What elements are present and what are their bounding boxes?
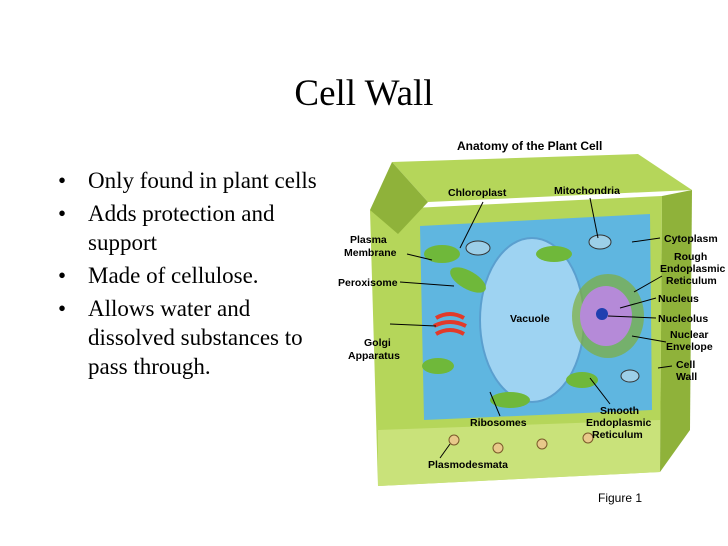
bullet-glyph: • <box>58 168 67 193</box>
mitochondrion-shape <box>588 234 612 250</box>
cell-wall-top <box>392 154 692 202</box>
label-nuclear-envelope-1: Nuclear <box>670 329 709 341</box>
label-nuclear-envelope-2: Envelope <box>666 341 713 353</box>
bullet-item: • Only found in plant cells <box>58 166 330 195</box>
label-rough-er-2: Endoplasmic <box>660 263 726 275</box>
chloroplast-shape <box>536 246 572 262</box>
label-plasma-membrane-2: Membrane <box>344 247 397 259</box>
label-plasma-membrane-1: Plasma <box>350 234 387 246</box>
plant-cell-figure: Anatomy of the Plant Cell <box>320 130 728 510</box>
leader-lines <box>389 197 673 459</box>
bullet-glyph: • <box>58 201 67 226</box>
mitochondrion-shape <box>620 369 640 383</box>
label-rough-er-3: Reticulum <box>666 275 717 287</box>
plant-cell-diagram: Anatomy of the Plant Cell <box>338 139 726 505</box>
chloroplast-shape <box>424 245 460 263</box>
bullet-text: Made of cellulose. <box>88 263 259 288</box>
chloroplast-shape <box>490 392 530 408</box>
plasmodesma-shape <box>492 442 504 454</box>
label-mitochondria: Mitochondria <box>554 185 620 197</box>
bullet-text: Only found in plant cells <box>88 168 317 193</box>
label-smooth-er-1: Smooth <box>600 405 639 417</box>
plasmodesma-shape <box>582 432 594 444</box>
figure-title: Anatomy of the Plant Cell <box>457 139 602 153</box>
nucleolus-shape <box>596 308 608 320</box>
label-nucleus: Nucleus <box>658 293 699 305</box>
bullet-item: • Made of cellulose. <box>58 261 330 290</box>
bullet-list: • Only found in plant cells • Adds prote… <box>58 166 330 385</box>
label-cell-wall-2: Wall <box>676 371 697 383</box>
cell-wall-rim <box>370 162 428 234</box>
bullet-item: • Adds protection and support <box>58 199 330 257</box>
label-cell-wall-1: Cell <box>676 359 695 371</box>
label-smooth-er-3: Reticulum <box>592 429 643 441</box>
bullet-glyph: • <box>58 263 67 288</box>
label-cytoplasm: Cytoplasm <box>664 233 718 245</box>
label-golgi-2: Apparatus <box>348 350 400 362</box>
slide-title-text: Cell Wall <box>294 73 434 114</box>
cell-wall-side <box>660 190 692 472</box>
bullet-text: Allows water and dissolved substances to… <box>88 296 303 379</box>
bullet-glyph: • <box>58 296 67 321</box>
figure-caption: Figure 1 <box>598 491 642 505</box>
plasmodesma-shape <box>448 434 460 446</box>
chloroplast-shape <box>422 358 454 374</box>
label-peroxisome: Peroxisome <box>338 277 398 289</box>
label-chloroplast: Chloroplast <box>448 187 507 199</box>
chloroplast-shape <box>450 267 486 293</box>
label-smooth-er-2: Endoplasmic <box>586 417 652 429</box>
label-vacuole: Vacuole <box>510 313 550 325</box>
chloroplast-shape <box>566 372 598 388</box>
bullet-item: • Allows water and dissolved substances … <box>58 294 330 381</box>
label-golgi-1: Golgi <box>364 337 391 349</box>
bullet-text: Adds protection and support <box>88 201 275 255</box>
slide-title: Cell Wall <box>0 72 728 115</box>
label-rough-er-1: Rough <box>674 251 707 263</box>
golgi-shape <box>433 312 467 336</box>
plasmodesma-shape <box>536 438 548 450</box>
label-plasmodesmata: Plasmodesmata <box>428 459 508 471</box>
label-ribosomes: Ribosomes <box>470 417 527 429</box>
label-nucleolus: Nucleolus <box>658 313 708 325</box>
mitochondrion-shape <box>465 240 491 256</box>
